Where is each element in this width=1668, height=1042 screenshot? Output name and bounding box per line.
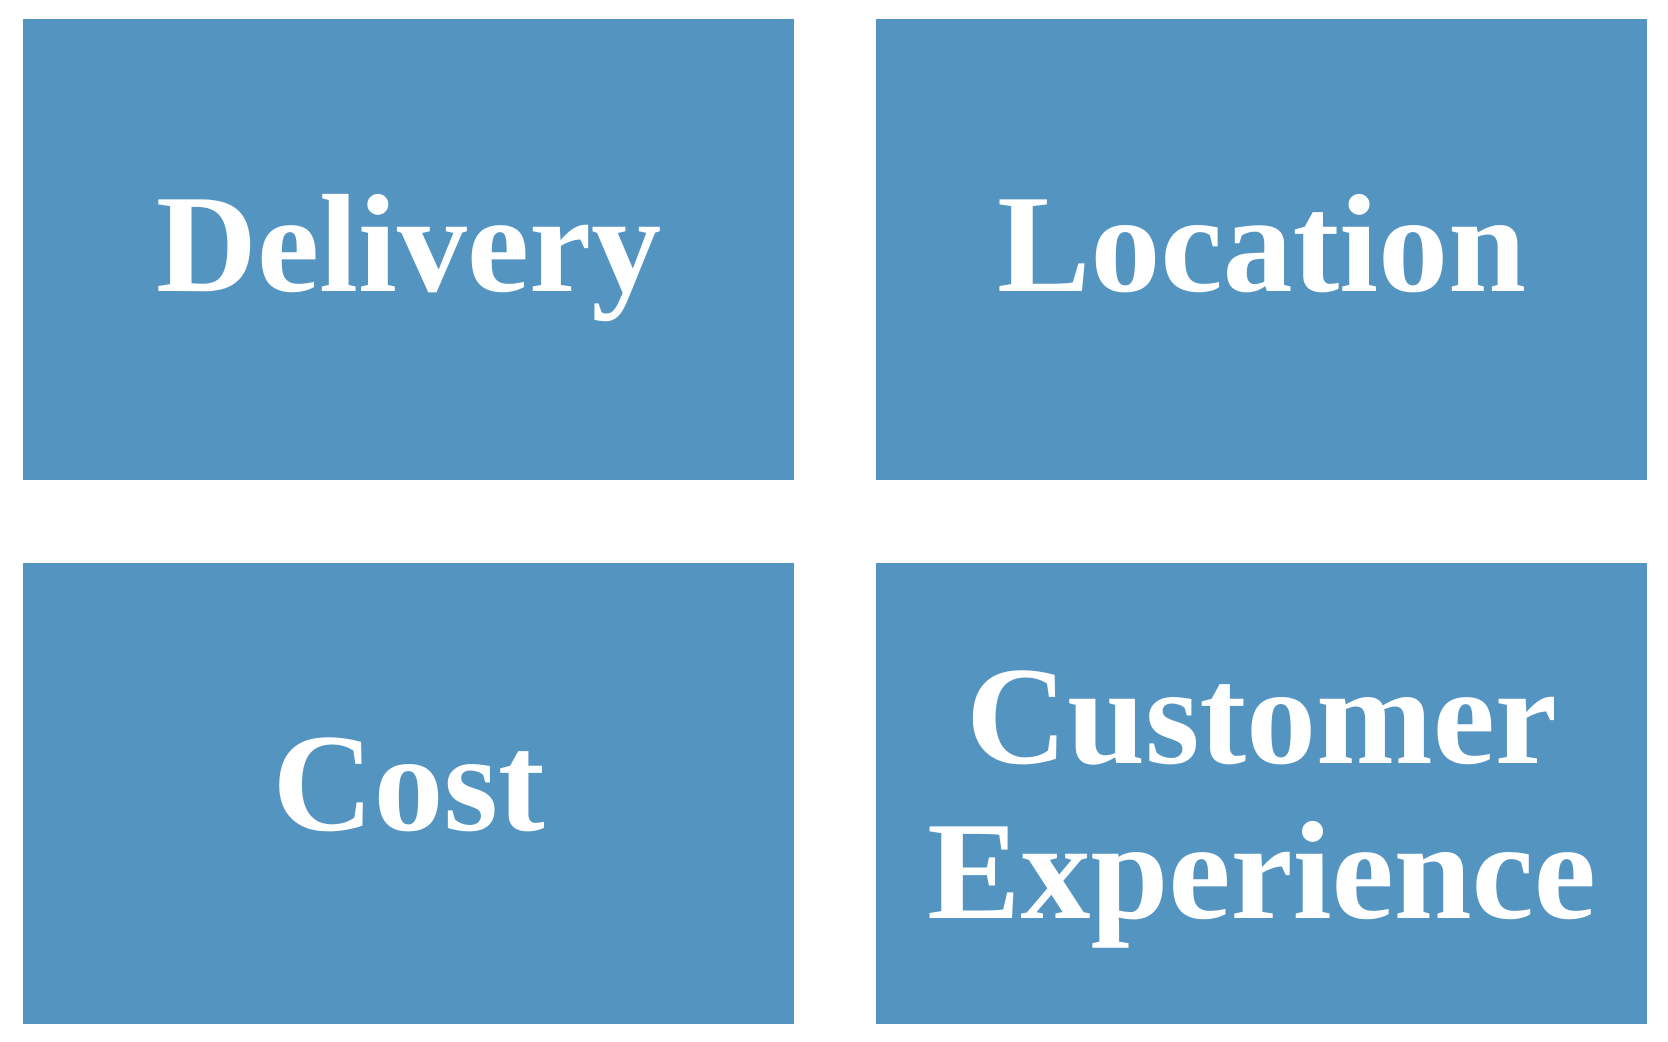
customer-experience-line-2: Experience	[927, 793, 1596, 949]
delivery-label: Delivery	[155, 167, 662, 322]
delivery-box: Delivery	[23, 19, 794, 480]
cost-box: Cost	[23, 563, 794, 1024]
location-box: Location	[876, 19, 1647, 480]
customer-experience-label: Customer Experience	[927, 639, 1596, 949]
customer-experience-box: Customer Experience	[876, 563, 1647, 1024]
location-label: Location	[997, 167, 1526, 322]
customer-experience-line-1: Customer	[966, 638, 1557, 794]
cost-label: Cost	[272, 706, 545, 861]
